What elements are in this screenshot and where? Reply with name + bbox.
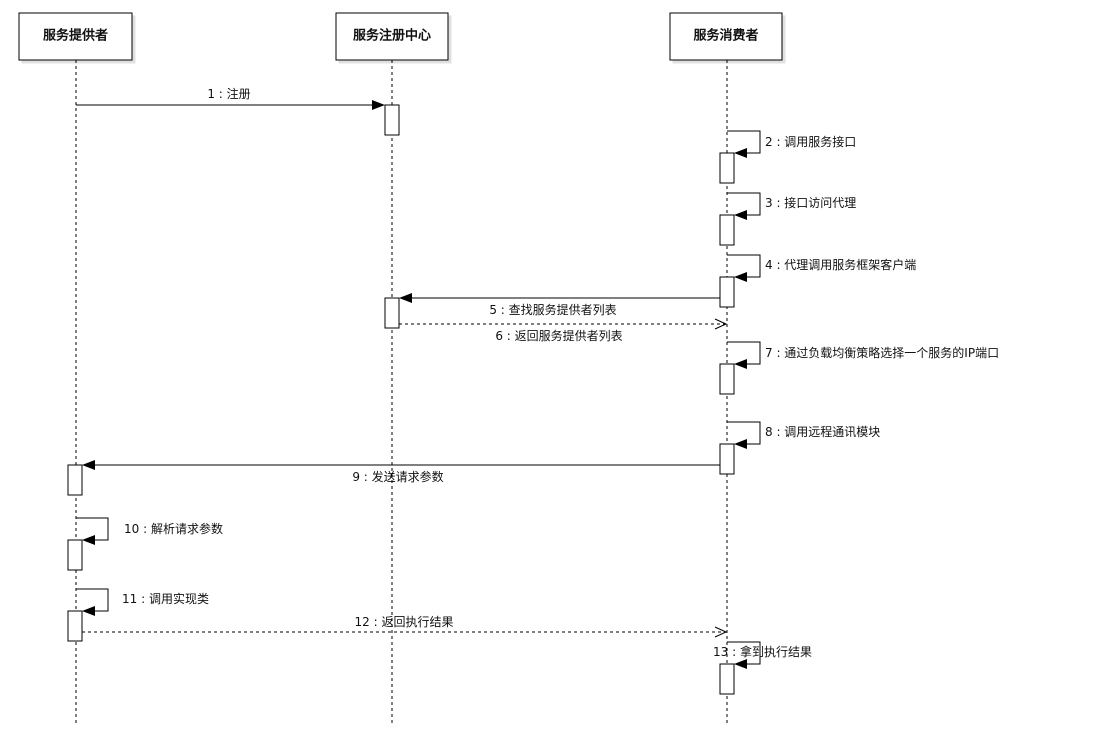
participant-label: 服务注册中心 — [353, 28, 431, 44]
message-label: 10 : 解析请求参数 — [124, 521, 223, 536]
message-11[interactable]: 11 : 调用实现类 — [76, 588, 209, 616]
message-label: 7 : 通过负载均衡策略选择一个服务的IP端口 — [765, 345, 999, 360]
open-arrowhead — [714, 318, 728, 330]
self-loop — [727, 192, 761, 216]
message-4[interactable]: 4 : 代理调用服务框架客户端 — [727, 254, 916, 282]
self-loop — [727, 641, 761, 665]
message-8[interactable]: 8 : 调用远程通讯模块 — [727, 421, 880, 449]
message-label: 6 : 返回服务提供者列表 — [495, 328, 622, 343]
message-label: 2 : 调用服务接口 — [765, 134, 856, 149]
participant-registry[interactable]: 服务注册中心 — [335, 12, 449, 61]
participant-box — [669, 12, 783, 61]
message-9[interactable]: 9 : 发送请求参数 — [82, 460, 720, 484]
arrowhead — [82, 606, 95, 616]
activation-bar — [719, 214, 735, 246]
arrowhead — [82, 460, 95, 470]
participant-provider[interactable]: 服务提供者 — [18, 12, 133, 61]
message-label: 12 : 返回执行结果 — [355, 615, 454, 629]
participant-consumer[interactable]: 服务消费者 — [669, 12, 783, 61]
participant-label: 服务提供者 — [43, 28, 108, 44]
activation-bar — [384, 297, 400, 329]
activation-bar — [719, 363, 735, 395]
arrowhead — [734, 659, 747, 669]
message-label: 13 : 拿到执行结果 — [713, 644, 812, 659]
message-13[interactable]: 13 : 拿到执行结果 — [713, 641, 812, 669]
self-loop — [727, 421, 761, 445]
arrowhead — [734, 272, 747, 282]
arrowhead — [734, 359, 747, 369]
arrowhead — [399, 293, 412, 303]
open-arrowhead — [714, 626, 728, 638]
activation-bar — [384, 104, 400, 136]
self-loop — [727, 130, 761, 154]
message-12[interactable]: 12 : 返回执行结果 — [82, 615, 728, 638]
arrowhead — [82, 535, 95, 545]
message-label: 5 : 查找服务提供者列表 — [489, 302, 616, 317]
message-label: 9 : 发送请求参数 — [352, 469, 443, 484]
message-label: 3 : 接口访问代理 — [765, 195, 856, 210]
participant-box — [18, 12, 133, 61]
activation-bar — [719, 663, 735, 695]
participant-label: 服务消费者 — [693, 28, 758, 44]
message-label: 4 : 代理调用服务框架客户端 — [765, 257, 916, 272]
message-1[interactable]: 1 : 注册 — [76, 86, 385, 110]
self-loop — [76, 588, 109, 612]
arrowhead — [734, 148, 747, 158]
message-label: 11 : 调用实现类 — [122, 591, 209, 606]
message-3[interactable]: 3 : 接口访问代理 — [727, 192, 856, 220]
activation-bar — [719, 152, 735, 184]
self-loop — [76, 517, 109, 541]
message-5[interactable]: 5 : 查找服务提供者列表 — [399, 293, 720, 317]
message-label: 8 : 调用远程通讯模块 — [765, 424, 880, 439]
activation-bar — [67, 464, 83, 496]
message-2[interactable]: 2 : 调用服务接口 — [727, 130, 856, 158]
arrowhead — [372, 100, 385, 110]
participant-box — [335, 12, 449, 61]
message-7[interactable]: 7 : 通过负载均衡策略选择一个服务的IP端口 — [727, 341, 999, 369]
activation-bar — [719, 443, 735, 475]
activation-bars — [67, 104, 735, 695]
arrowhead — [734, 439, 747, 449]
self-loop — [727, 341, 761, 365]
arrowhead — [734, 210, 747, 220]
message-6[interactable]: 6 : 返回服务提供者列表 — [399, 318, 728, 343]
message-10[interactable]: 10 : 解析请求参数 — [76, 517, 223, 545]
self-loop — [727, 254, 761, 278]
activation-bar — [719, 276, 735, 308]
activation-bar — [67, 539, 83, 571]
activation-bar — [67, 610, 83, 642]
message-label: 1 : 注册 — [207, 86, 250, 101]
